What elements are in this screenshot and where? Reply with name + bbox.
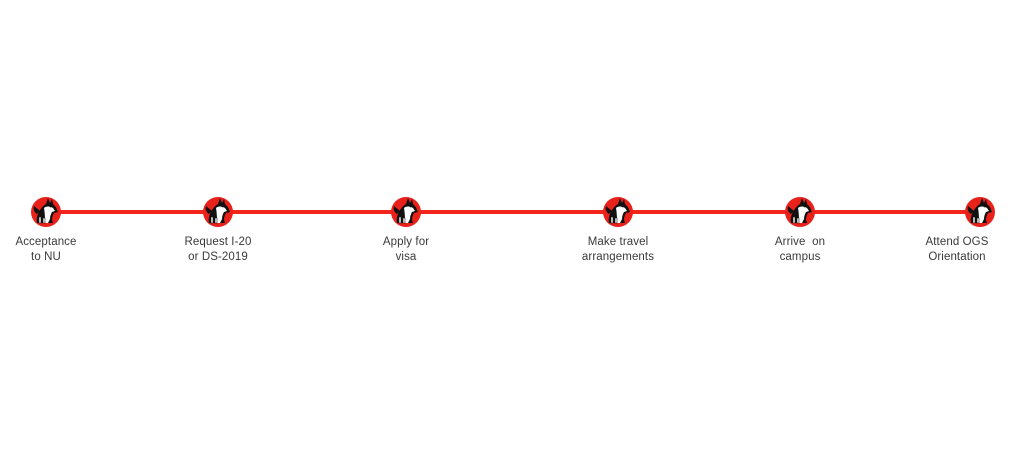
milestone-marker	[391, 197, 421, 227]
milestone-marker	[31, 197, 61, 227]
milestone-label-line2: visa	[395, 251, 417, 263]
milestone-label-line2: arrangements	[581, 251, 655, 263]
milestone-marker	[785, 197, 815, 227]
milestone-label: Request I-20 or DS-2019	[153, 235, 283, 265]
milestone-label-line2: or DS-2019	[188, 251, 248, 263]
milestone-label-line1: Acceptance	[15, 236, 77, 248]
milestone-label: Arrive on campus	[735, 235, 865, 265]
milestone-label: Acceptance to NU	[0, 235, 111, 265]
milestone-label-line1: Apply for	[382, 236, 430, 248]
milestone-label-line1: Attend OGS	[925, 236, 989, 248]
milestone-label: Attend OGS Orientation	[892, 235, 1022, 265]
milestone-marker	[965, 197, 995, 227]
milestone-label: Make travel arrangements	[553, 235, 683, 265]
milestone-label-line2: to NU	[31, 251, 61, 263]
milestone-label-line1: Arrive on	[774, 236, 826, 248]
milestone-label-line1: Request I-20	[184, 236, 252, 248]
milestone-label-line1: Make travel	[587, 236, 649, 248]
milestone-marker	[603, 197, 633, 227]
milestone-label-line2: Orientation	[928, 251, 986, 263]
milestone-marker	[203, 197, 233, 227]
milestone-label-line2: campus	[779, 251, 821, 263]
milestone-label: Apply for visa	[341, 235, 471, 265]
